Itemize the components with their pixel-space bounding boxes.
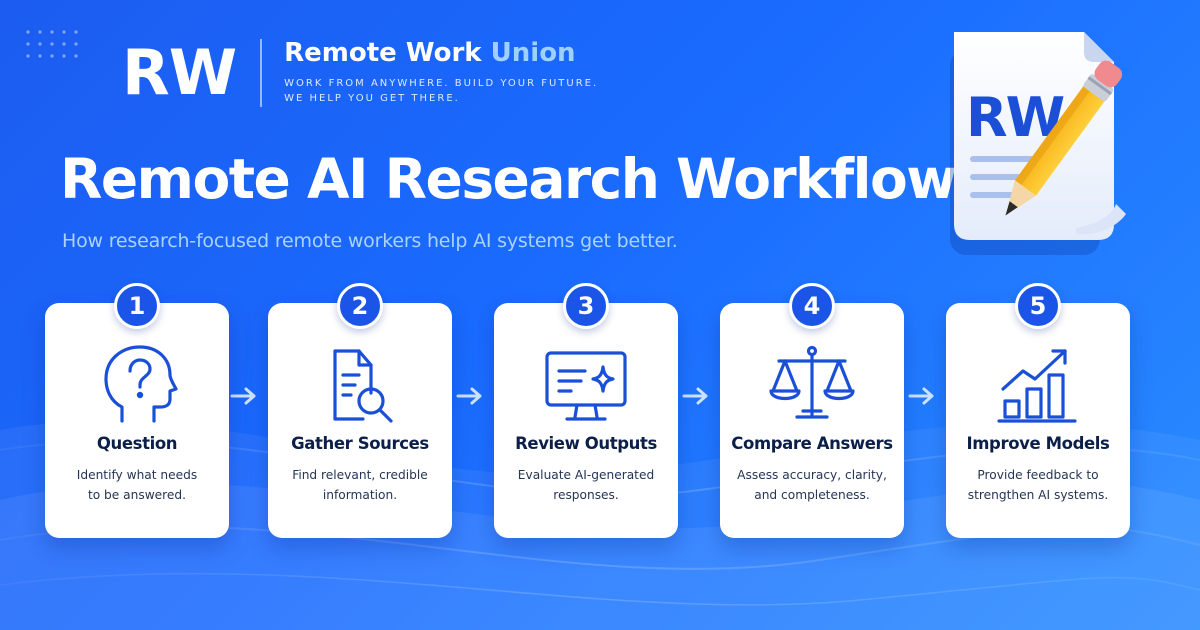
step-description-line: Assess accuracy, clarity, — [737, 468, 887, 482]
tagline-line-2: WE HELP YOU GET THERE. — [284, 93, 460, 105]
step-title: Compare Answers — [731, 434, 893, 453]
step-title: Question — [96, 434, 178, 453]
step-card-gather-sources: 2 Gather Sources Find relevant, credible… — [268, 283, 452, 538]
document-pencil-illustration: RW — [950, 32, 1126, 255]
step-description: Assess accuracy, clarity, and completene… — [730, 466, 894, 506]
head-question-icon — [104, 345, 178, 423]
arrow-right-icon — [682, 387, 708, 405]
step-description-line: Evaluate AI-generated — [517, 468, 655, 482]
arrow-right-icon — [456, 387, 482, 405]
brand-divider — [260, 39, 263, 107]
step-description: Identify what needs to be answered. — [55, 466, 219, 506]
step-number-badge: 3 — [563, 283, 609, 329]
monitor-sparkle-icon — [545, 351, 627, 421]
step-description-line: Identify what needs — [76, 468, 198, 482]
brand-name-accent: Union — [490, 38, 576, 69]
page-subtitle: How research-focused remote workers help… — [62, 230, 678, 252]
step-description-line: Find relevant, credible — [292, 468, 428, 482]
step-number-badge: 5 — [1015, 283, 1061, 329]
step-card-compare-answers: 4 Compare Answers Assess accuracy, clari… — [720, 283, 904, 538]
step-title: Gather Sources — [291, 434, 429, 453]
brand-name-main: Remote Work — [284, 38, 482, 69]
growth-chart-icon — [997, 349, 1077, 423]
step-description-line: and completeness. — [754, 487, 870, 502]
step-card-question: 1 Question Identify what needs to be ans… — [45, 283, 229, 538]
step-number-badge: 2 — [337, 283, 383, 329]
brand-text: Remote Work Union WORK FROM ANYWHERE. BU… — [284, 39, 598, 107]
step-description: Evaluate AI-generated responses. — [504, 466, 668, 506]
step-description-line: to be answered. — [87, 487, 187, 502]
step-title: Improve Models — [966, 434, 1110, 453]
step-description-line: information. — [322, 487, 398, 502]
brand-header: RW Remote Work Union WORK FROM ANYWHERE.… — [122, 38, 598, 108]
decorative-dots — [26, 30, 78, 58]
step-number-badge: 4 — [789, 283, 835, 329]
step-card-review-outputs: 3 Review Outputs Evaluate AI-generated r… — [494, 283, 678, 538]
page-title: Remote AI Research Workflow — [60, 147, 957, 211]
balance-scale-icon — [769, 345, 855, 419]
arrow-right-icon — [230, 387, 256, 405]
step-description-line: Provide feedback to — [977, 468, 1099, 482]
step-title: Review Outputs — [515, 434, 657, 453]
brand-name: Remote Work Union — [284, 39, 598, 68]
step-number-badge: 1 — [114, 283, 160, 329]
tagline-line-1: WORK FROM ANYWHERE. BUILD YOUR FUTURE. — [284, 77, 599, 89]
step-card-improve-models: 5 Improve Models Provide feedback to str… — [946, 283, 1130, 538]
step-description: Find relevant, credible information. — [278, 466, 442, 506]
step-description-line: strengthen AI systems. — [967, 487, 1109, 502]
brand-logo: RW — [122, 36, 237, 109]
step-description: Provide feedback to strengthen AI system… — [956, 466, 1120, 506]
arrow-right-icon — [908, 387, 934, 405]
document-search-icon — [333, 349, 393, 423]
brand-tagline: WORK FROM ANYWHERE. BUILD YOUR FUTURE. W… — [284, 76, 598, 107]
step-description-line: responses. — [553, 487, 619, 502]
